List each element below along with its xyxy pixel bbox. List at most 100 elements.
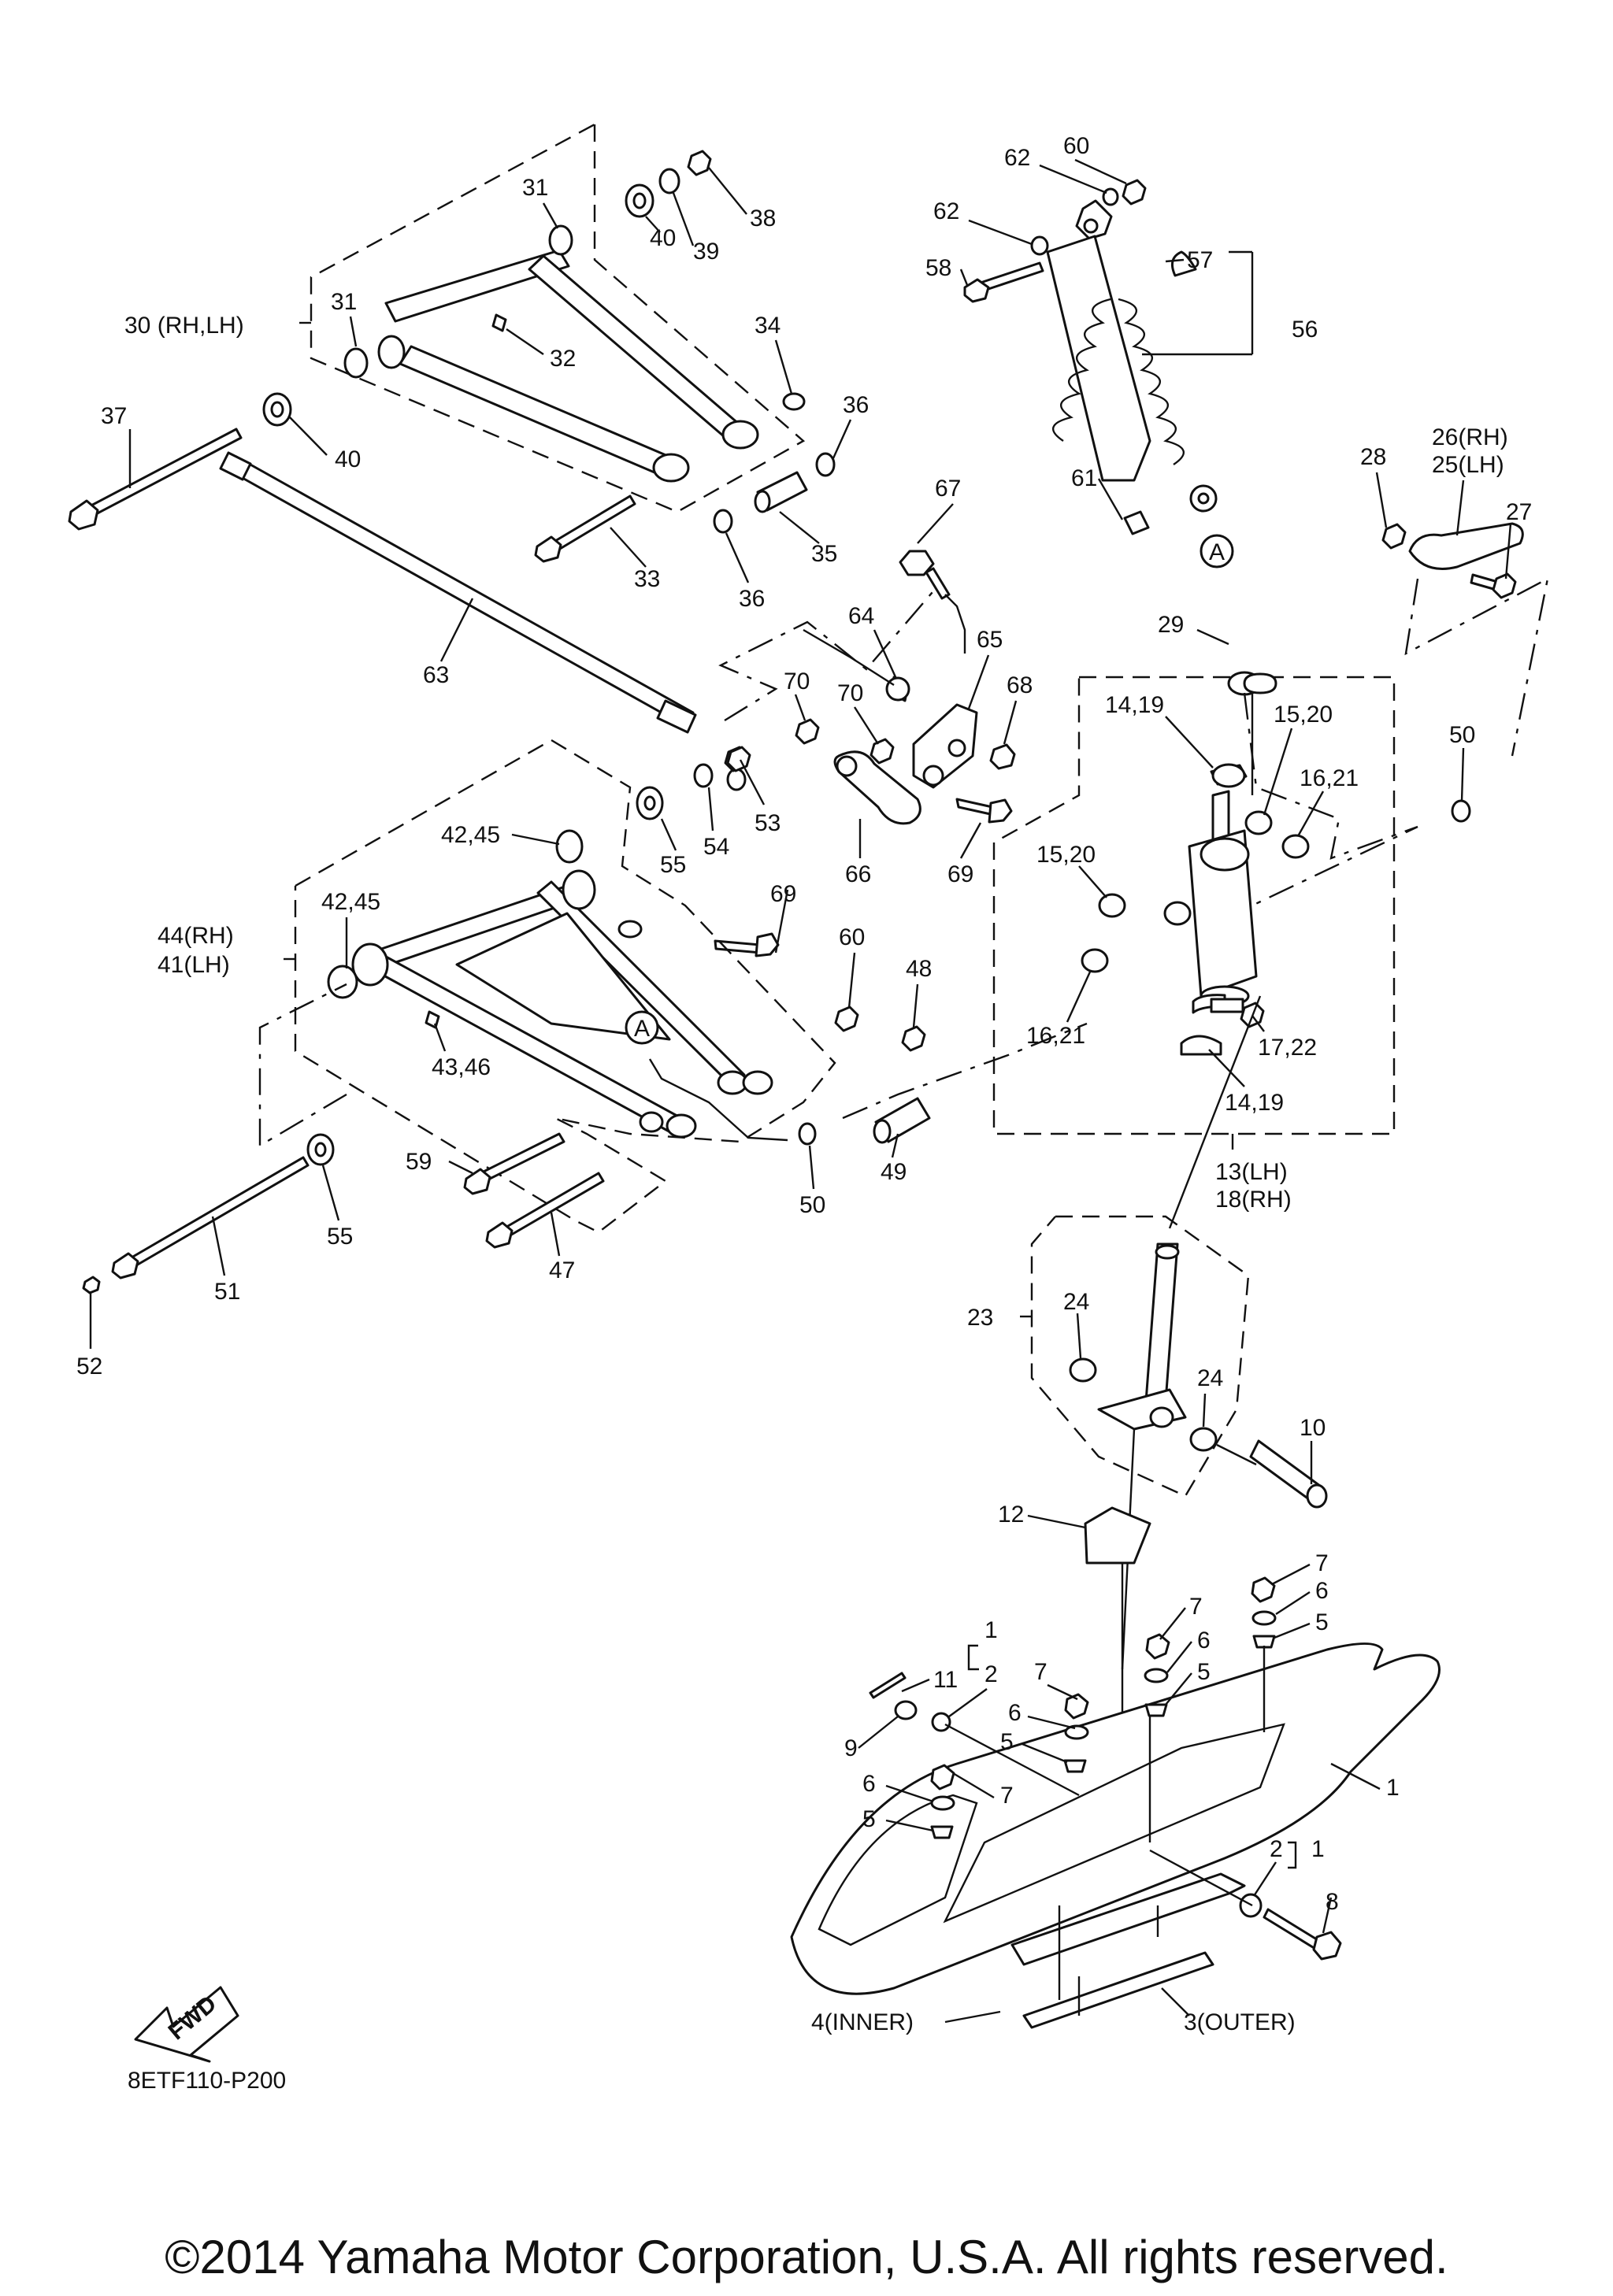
callout-label: 66 — [845, 861, 871, 887]
callout-label: 69 — [770, 881, 796, 907]
callout-label: 24 — [1197, 1365, 1223, 1391]
callout-label: 38 — [750, 206, 776, 231]
callout-label: 59 — [406, 1149, 432, 1175]
diagram-code: 8ETF110-P200 — [128, 2068, 286, 2094]
callout-label: 54 — [703, 834, 729, 860]
callout-label: 16,21 — [1300, 765, 1359, 791]
callout-label: 17,22 — [1258, 1035, 1317, 1061]
callout-label: 3(OUTER) — [1184, 2009, 1296, 2035]
callout-label: 7 — [1000, 1783, 1014, 1809]
callout-label: 68 — [1007, 672, 1033, 698]
shock-absorber-assembly — [963, 179, 1254, 535]
callout-label: 7 — [1315, 1550, 1329, 1576]
upper-a-arm-assembly — [68, 123, 836, 563]
callout-label: 6 — [1197, 1628, 1211, 1653]
callout-label: 36 — [739, 586, 765, 612]
forward-direction-arrow: FWD — [134, 1986, 239, 2063]
callout-label: 64 — [848, 603, 874, 629]
callout-label: 14,19 — [1105, 692, 1164, 718]
callout-label: 1 — [984, 1617, 998, 1643]
callout-label: 60 — [1063, 133, 1089, 159]
relay-rod-assembly — [714, 550, 1016, 957]
callout-label: 55 — [660, 852, 686, 878]
callout-label: 11 — [933, 1667, 958, 1693]
callout-label: 2 — [984, 1661, 998, 1687]
callout-label: 70 — [837, 680, 863, 706]
callout-label: 61 — [1071, 465, 1097, 491]
circle-ref-label: A — [1209, 539, 1225, 565]
callout-label: 63 — [423, 662, 449, 688]
callout-label: 52 — [76, 1354, 102, 1379]
callout-label: 55 — [327, 1224, 353, 1250]
callout-label: 65 — [977, 627, 1003, 653]
callout-label: 6 — [862, 1771, 876, 1797]
callout-label: 13(LH) — [1215, 1159, 1288, 1185]
callout-label: 34 — [755, 313, 781, 339]
leader-lines — [89, 158, 1512, 2024]
callout-label: 15,20 — [1274, 702, 1333, 728]
callout-label: 5 — [1000, 1729, 1014, 1755]
callout-label: 14,19 — [1225, 1090, 1284, 1116]
callout-label: 36 — [843, 392, 869, 418]
callout-label: 15,20 — [1036, 842, 1096, 868]
callout-label: 12 — [998, 1502, 1024, 1528]
callout-label: 23 — [967, 1305, 993, 1331]
copyright-notice: ©2014 Yamaha Motor Corporation, U.S.A. A… — [165, 2231, 1448, 2283]
callout-label: 51 — [214, 1279, 240, 1305]
callout-label: 4(INNER) — [811, 2009, 914, 2035]
callout-label: 7 — [1034, 1659, 1048, 1685]
callout-label: 67 — [935, 476, 961, 502]
reference-marks: A A — [625, 534, 1234, 1045]
callout-label: 41(LH) — [158, 952, 230, 978]
callout-label: 42,45 — [441, 822, 500, 848]
callout-label: 6 — [1008, 1700, 1022, 1726]
callout-label: 42,45 — [321, 889, 380, 915]
callout-label: 62 — [933, 198, 959, 224]
callout-label: 43,46 — [432, 1054, 491, 1080]
callout-label: 62 — [1004, 145, 1030, 171]
callout-label: 16,21 — [1026, 1023, 1085, 1049]
callout-label: 30 (RH,LH) — [124, 313, 244, 339]
callout-label: 60 — [839, 924, 865, 950]
callout-label: 70 — [784, 668, 810, 694]
callout-label: 31 — [331, 289, 357, 315]
callout-label: 48 — [906, 956, 932, 982]
callout-label: 25(LH) — [1432, 452, 1504, 478]
callout-label: 2 — [1270, 1836, 1283, 1862]
callout-label: 29 — [1158, 612, 1184, 638]
callout-label: 1 — [1311, 1836, 1325, 1862]
callout-label: 5 — [1315, 1609, 1329, 1635]
ski-assembly — [790, 1576, 1441, 2029]
callout-label: 31 — [522, 175, 548, 201]
callout-label: 35 — [811, 541, 837, 567]
callout-label: 9 — [844, 1735, 858, 1761]
callout-label: 5 — [862, 1806, 876, 1832]
callout-label: 26(RH) — [1432, 424, 1508, 450]
callout-label: 50 — [1449, 722, 1475, 748]
callout-label: 56 — [1292, 317, 1318, 343]
callout-label: 44(RH) — [158, 923, 234, 949]
callout-label: 32 — [550, 346, 576, 372]
lower-a-arm-assembly — [82, 739, 1088, 1294]
callout-label: 24 — [1063, 1289, 1089, 1315]
callout-label: 40 — [335, 446, 361, 472]
circle-ref-label: A — [634, 1016, 650, 1042]
callout-label: 18(RH) — [1215, 1187, 1292, 1213]
callout-label: 33 — [634, 566, 660, 592]
callout-label: 28 — [1360, 444, 1386, 470]
spindle-assembly — [992, 522, 1549, 1229]
callout-label: 10 — [1300, 1415, 1326, 1441]
callout-label: 50 — [799, 1192, 825, 1218]
callout-label: 5 — [1197, 1659, 1211, 1685]
callout-label: 39 — [693, 239, 719, 265]
callout-labels: 31 31 38 39 40 40 30 (RH,LH) 32 34 36 36… — [76, 133, 1532, 2035]
callout-label: 27 — [1506, 499, 1532, 525]
callout-label: 49 — [881, 1159, 907, 1185]
callout-label: 6 — [1315, 1578, 1329, 1604]
callout-label: 58 — [925, 255, 951, 281]
callout-label: 7 — [1189, 1594, 1203, 1620]
spindle-23-assembly — [1020, 1215, 1328, 1764]
callout-label: 69 — [947, 861, 973, 887]
callout-label: 57 — [1187, 247, 1213, 273]
